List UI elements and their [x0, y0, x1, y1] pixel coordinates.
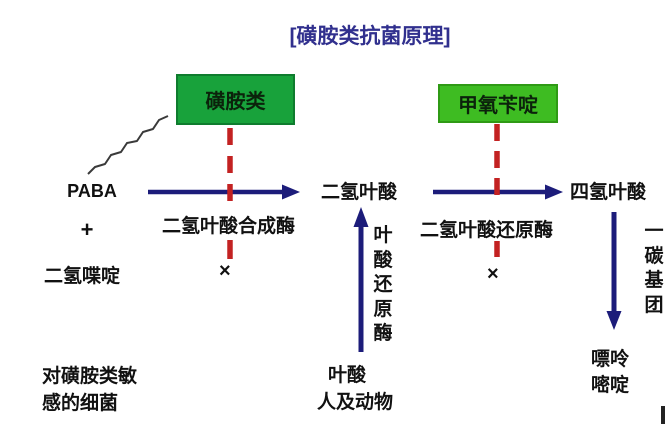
folate-note: 叶酸: [328, 365, 367, 386]
dihydrofolate-label: 二氢叶酸: [321, 182, 398, 203]
inhibition-cross-mark-synthase: ×: [219, 260, 231, 282]
arrow-paba-to-dihydrofolate: [148, 184, 300, 200]
inhibition-cross-mark-reductase: ×: [487, 263, 499, 285]
dihydrofolate-synthase-label: 二氢叶酸合成酶: [162, 216, 296, 237]
dihydropteridine-label: 二氢喋啶: [44, 266, 121, 287]
humans-animals-note: 人及动物: [317, 392, 394, 413]
diagram-title: [磺胺类抗菌原理]: [289, 25, 451, 48]
trimethoprim-box-label: 甲氧苄啶: [458, 95, 538, 117]
edge-cursor-mark: [661, 406, 665, 424]
zigzag-link-line: [87, 115, 169, 175]
purine-pyrimidine-label: 嘌呤 嘧啶: [591, 349, 630, 396]
trimethoprim-box: 甲氧苄啶: [438, 84, 558, 123]
sensitive-bacteria-note: 对磺胺类敏 感的细菌: [42, 366, 138, 414]
tetrahydrofolate-label: 四氢叶酸: [570, 182, 647, 203]
plus-sign: +: [80, 217, 94, 242]
arrow-dihydrofolate-to-tetrahydrofolate: [433, 184, 563, 200]
sulfonamides-box: 磺胺类: [176, 74, 295, 125]
paba-label: PABA: [67, 181, 117, 201]
one-carbon-group-vertical-label: 一碳基团: [644, 221, 664, 316]
sulfonamides-box-label: 磺胺类: [205, 91, 266, 113]
arrow-folate-up: [353, 207, 369, 352]
dihydrofolate-reductase-label: 二氢叶酸还原酶: [420, 220, 554, 241]
arrow-one-carbon-down: [606, 212, 622, 330]
folate-reductase-vertical-label: 叶酸还原酶: [373, 225, 393, 344]
